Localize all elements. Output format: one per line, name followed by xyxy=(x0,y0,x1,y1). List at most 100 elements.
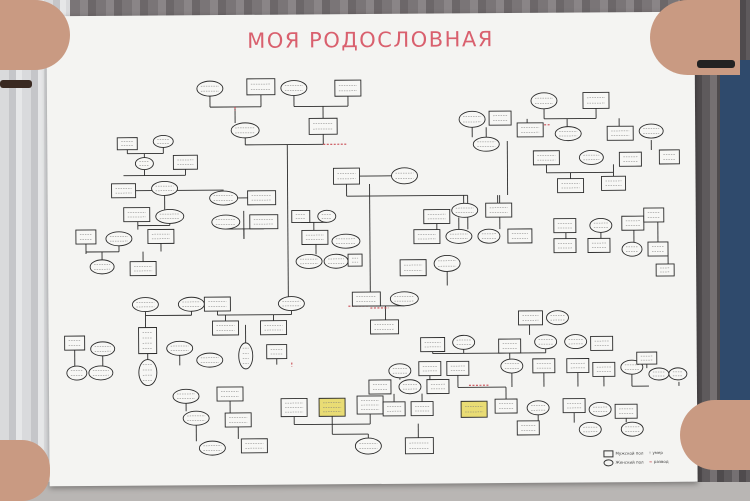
male-node xyxy=(116,137,138,151)
female-node xyxy=(534,334,558,350)
male-node xyxy=(606,125,634,141)
male-node xyxy=(138,327,158,355)
male-node xyxy=(516,122,544,138)
female-node xyxy=(451,202,479,218)
male-node xyxy=(410,401,434,417)
connector-line xyxy=(135,189,224,192)
male-node xyxy=(413,229,441,245)
male-node xyxy=(260,320,288,336)
connector-line xyxy=(432,352,546,355)
female-node xyxy=(230,122,260,139)
sleeve-right xyxy=(720,60,750,460)
male-node xyxy=(614,403,638,419)
bracelet-left xyxy=(0,80,32,88)
male-node xyxy=(351,291,381,307)
male-node xyxy=(399,259,427,277)
female-node xyxy=(500,358,524,374)
female-node xyxy=(166,340,194,356)
bracelet-right xyxy=(697,60,735,68)
female-node xyxy=(530,92,558,110)
female-node xyxy=(546,310,569,326)
male-node xyxy=(562,398,586,414)
connector-line xyxy=(346,194,468,197)
connector-line xyxy=(217,314,292,316)
male-node xyxy=(587,237,611,253)
male-node xyxy=(553,238,577,254)
female-node xyxy=(445,228,473,244)
male-node xyxy=(566,358,590,374)
male-node xyxy=(621,215,645,231)
male-node xyxy=(658,149,680,165)
male-node xyxy=(601,175,627,191)
female-node xyxy=(323,253,349,269)
female-node xyxy=(477,228,501,244)
female-node xyxy=(209,190,239,206)
male-node xyxy=(334,79,362,97)
highlighted-male-node xyxy=(318,397,346,417)
male-node xyxy=(291,209,311,224)
male-node xyxy=(370,319,400,335)
legend-item-deceased: ⟊умер xyxy=(649,449,663,456)
male-node xyxy=(420,337,446,353)
highlighted-male-node xyxy=(460,400,488,418)
female-node xyxy=(648,367,670,381)
female-node xyxy=(134,157,154,171)
male-node xyxy=(446,360,470,376)
female-node xyxy=(526,400,550,416)
male-node xyxy=(266,344,288,360)
genealogy-poster: МОЯ РОДОСЛОВНАЯ Мужской пол Женский пол … xyxy=(46,11,698,487)
female-node xyxy=(105,231,133,247)
male-node xyxy=(249,214,279,230)
female-node xyxy=(277,296,305,312)
female-node xyxy=(280,80,308,96)
male-node xyxy=(129,261,157,277)
female-node xyxy=(198,440,226,456)
male-node xyxy=(553,218,577,234)
family-tree-diagram xyxy=(64,78,688,456)
female-node xyxy=(131,297,159,313)
female-node xyxy=(354,437,382,455)
female-node xyxy=(588,401,612,417)
male-node xyxy=(426,379,450,395)
male-node xyxy=(240,438,268,454)
female-node xyxy=(564,334,588,350)
floor xyxy=(0,482,750,501)
female-node xyxy=(238,342,254,370)
male-node xyxy=(280,398,308,418)
male-node xyxy=(301,229,329,245)
male-node xyxy=(557,178,585,194)
male-node xyxy=(356,395,384,415)
female-node xyxy=(458,110,486,128)
male-node xyxy=(203,296,231,312)
male-node xyxy=(123,207,151,223)
male-node xyxy=(647,241,669,257)
female-node xyxy=(452,334,476,350)
legend-item-divorce: ═развод xyxy=(649,458,669,465)
female-node xyxy=(621,241,643,257)
male-node xyxy=(517,310,543,326)
male-node xyxy=(485,202,513,218)
male-node xyxy=(247,190,277,206)
male-node xyxy=(582,91,610,109)
hand-bottom-right xyxy=(680,400,750,470)
connector-line xyxy=(286,144,289,305)
male-node xyxy=(494,398,518,414)
male-node xyxy=(532,358,556,374)
female-node xyxy=(578,150,604,165)
female-node xyxy=(620,421,644,437)
male-node xyxy=(332,167,360,185)
female-node xyxy=(182,410,210,426)
female-node xyxy=(295,253,323,269)
male-node xyxy=(516,420,540,436)
female-node xyxy=(668,367,688,381)
male-node xyxy=(404,437,434,455)
female-node xyxy=(472,136,500,152)
female-node xyxy=(389,291,419,307)
female-node xyxy=(66,365,88,381)
female-node xyxy=(138,359,158,387)
male-node xyxy=(216,386,244,402)
connector-line xyxy=(369,184,371,275)
male-node xyxy=(347,253,363,267)
male-node xyxy=(246,78,276,96)
